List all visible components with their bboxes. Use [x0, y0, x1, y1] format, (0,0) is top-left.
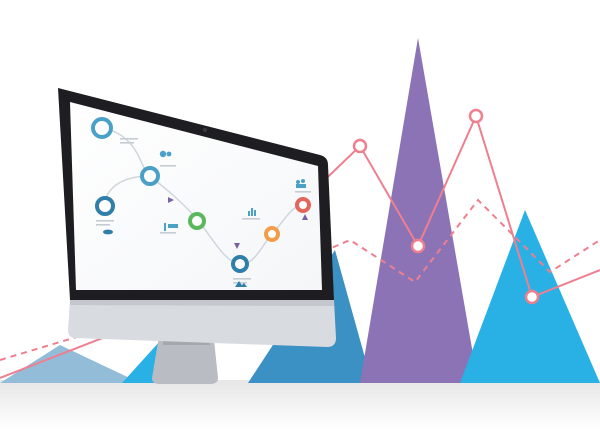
monitor-screen [70, 102, 322, 290]
mountain-icon [235, 281, 247, 287]
arrow-icon [302, 214, 308, 220]
camera-icon [203, 128, 207, 132]
monitor-chin [68, 300, 336, 347]
infographic-node [264, 226, 280, 242]
floor-shadow [0, 380, 600, 429]
cloud-icon [103, 229, 113, 235]
infographic-node [295, 197, 311, 213]
trend-point [524, 289, 540, 305]
gear-icon [159, 150, 172, 158]
target-icon [164, 223, 178, 231]
arrow-icon [234, 243, 240, 249]
infographic-node [231, 255, 249, 273]
trend-point [410, 238, 426, 254]
trend-point [468, 108, 484, 124]
screen-infographic [91, 117, 311, 287]
trend-point [352, 138, 368, 154]
triangle-purple [360, 38, 478, 383]
triangle-light-blue [0, 345, 140, 383]
arrow-icon [168, 197, 174, 203]
infographic-node [188, 212, 206, 230]
infographic-node [140, 166, 160, 186]
infographic-node [91, 117, 113, 139]
bar-chart-icon [248, 208, 256, 216]
people-icon [296, 179, 306, 188]
infographic-node [95, 196, 115, 216]
